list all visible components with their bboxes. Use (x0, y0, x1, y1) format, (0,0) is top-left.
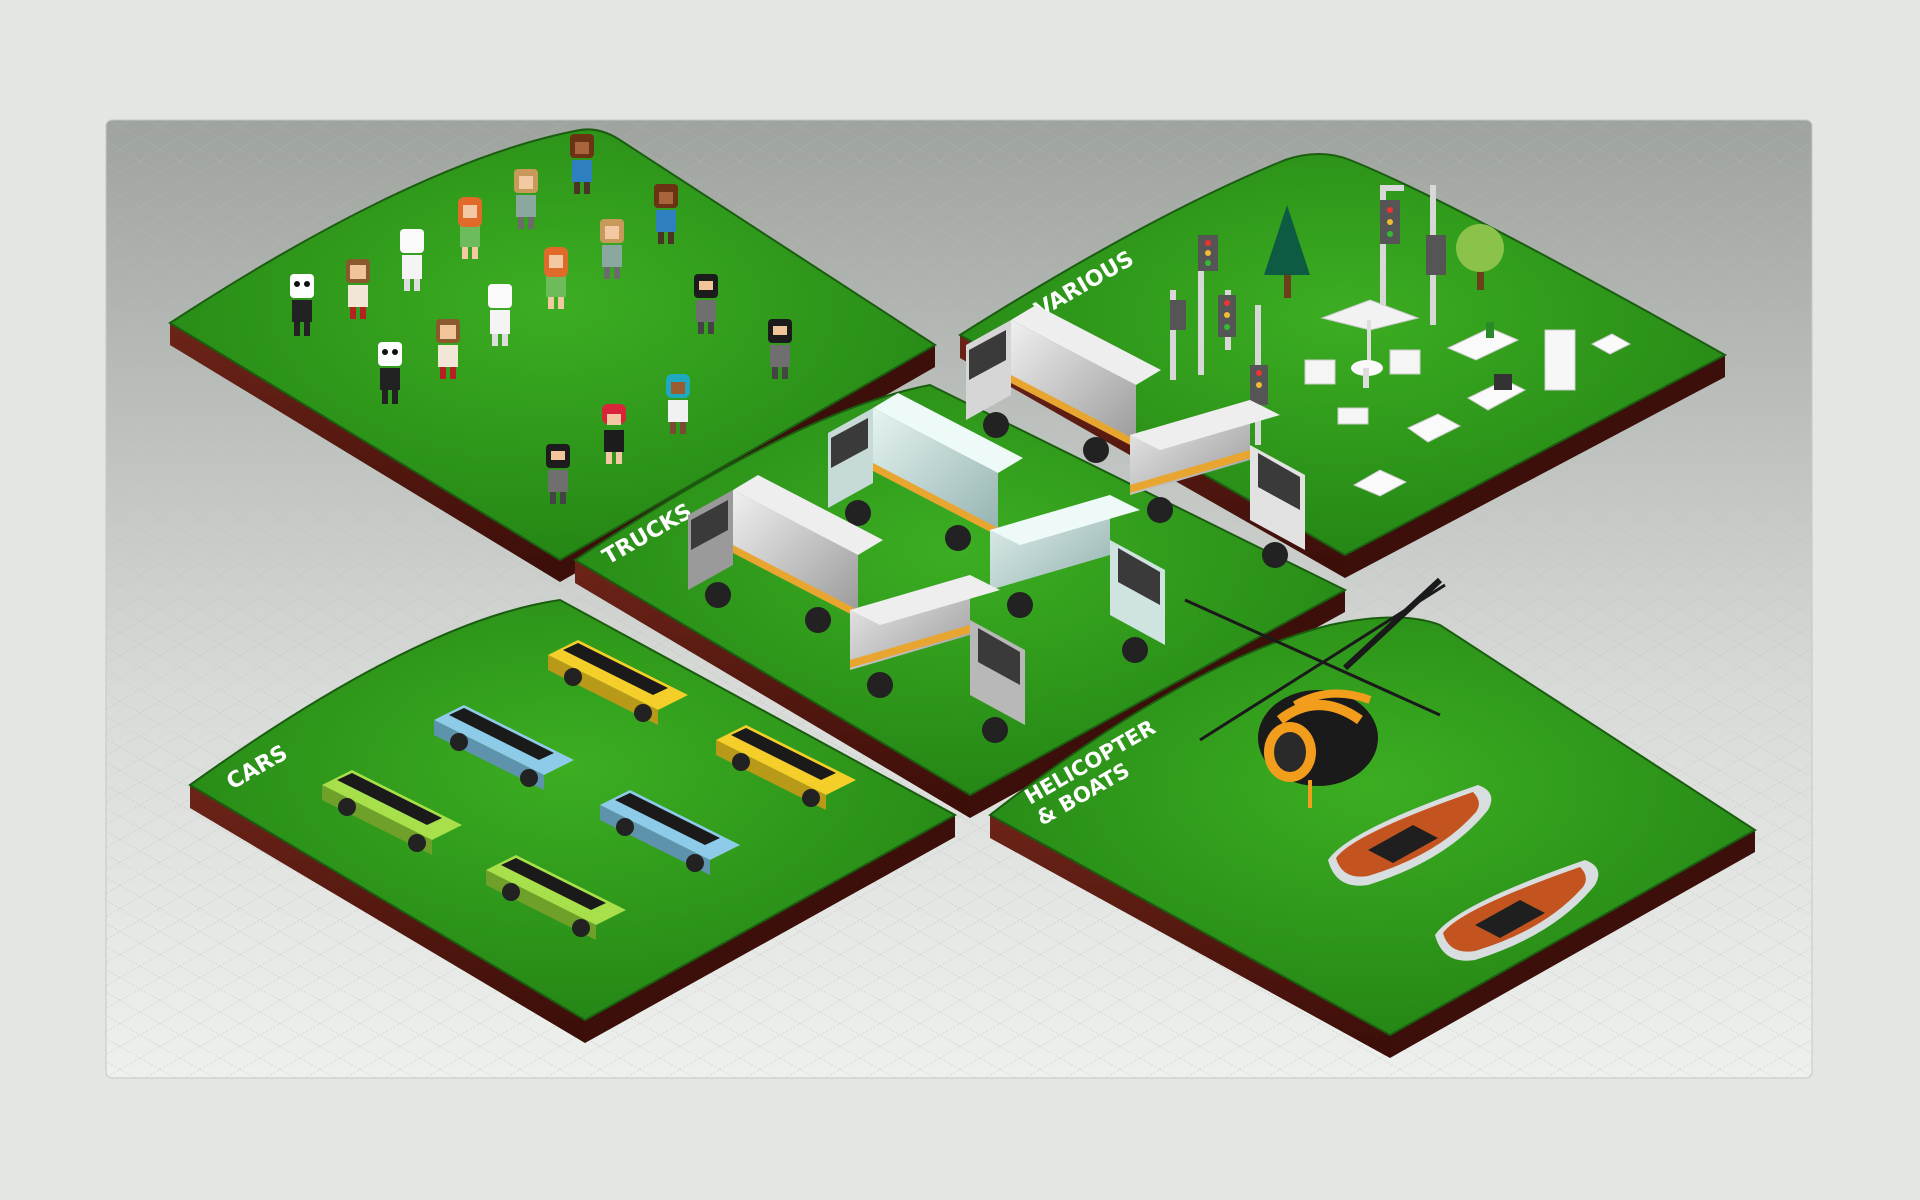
desk-icon (1446, 322, 1520, 361)
traffic-light-icon (1218, 290, 1236, 350)
ottoman-icon (1337, 407, 1369, 425)
tile-cars-side-right (585, 815, 955, 1043)
person-teal-hair-icon (666, 374, 690, 434)
car-yellow-icon (716, 725, 856, 810)
cars-group (322, 640, 856, 940)
tile-cars[interactable]: CARS (188, 598, 958, 1043)
person-redhead-icon (544, 247, 568, 309)
person-red-cap-icon (602, 404, 626, 464)
traffic-light-icon (1170, 290, 1186, 380)
person-bearded-icon (768, 319, 792, 379)
truck-icon (966, 305, 1161, 463)
traffic-light-icon (1250, 305, 1268, 445)
person-girl-icon (436, 319, 460, 379)
tile-cars-side-left (190, 785, 585, 1043)
helicopter-icon (1184, 577, 1446, 808)
boat-icon (1435, 860, 1599, 961)
various-props (1170, 185, 1632, 497)
tile-various-top (958, 153, 1728, 557)
person-bearded-icon (694, 274, 718, 334)
tile-heli-top (988, 616, 1757, 1037)
person-cat-icon (488, 284, 512, 346)
people-group (290, 134, 792, 504)
person-redhead-icon (458, 197, 482, 259)
truck-icon (990, 495, 1165, 663)
armchair-icon (1304, 359, 1336, 385)
traffic-light-icon (1198, 235, 1218, 375)
round-tree-icon (1456, 224, 1504, 290)
person-panda-icon (290, 274, 314, 336)
tile-trucks-side-left (575, 560, 970, 818)
computer-desk-icon (1466, 374, 1527, 411)
person-cat-icon (400, 229, 424, 291)
traffic-light-icon (1426, 185, 1446, 325)
tile-cars-top (188, 598, 958, 1022)
tile-heli-side-right (1390, 830, 1755, 1058)
person-girl-icon (346, 259, 370, 319)
truck-icon (850, 575, 1025, 743)
car-yellow-icon (548, 640, 688, 725)
tile-people-side-left (170, 323, 560, 582)
pine-tree-icon (1264, 205, 1310, 298)
person-bearded-icon (546, 444, 570, 504)
truck-icon (1130, 400, 1305, 568)
office-desk-icon (1407, 413, 1462, 443)
car-green-icon (322, 770, 462, 855)
coffee-table-icon (1352, 469, 1408, 497)
tile-heli-side-left (990, 815, 1390, 1058)
car-green-icon (486, 855, 626, 940)
patio-table-icon (1351, 360, 1383, 388)
shelf-icon (1544, 329, 1576, 391)
boat-icon (1328, 785, 1492, 886)
tile-people-top (168, 128, 937, 562)
car-blue-icon (434, 705, 574, 790)
small-table-icon (1590, 333, 1632, 355)
person-panda-icon (378, 342, 402, 404)
truck-icon (828, 393, 1023, 551)
umbrella-icon (1320, 299, 1420, 370)
armchair-icon (1389, 349, 1421, 375)
car-blue-icon (600, 790, 740, 875)
person-woman-icon (600, 219, 624, 279)
person-woman-icon (514, 169, 538, 229)
person-man-blue-icon (654, 184, 678, 244)
traffic-light-icon (1380, 185, 1404, 325)
trucks-group (688, 305, 1305, 743)
person-man-blue-icon (570, 134, 594, 194)
tile-various-side-right (1345, 355, 1725, 578)
truck-icon (688, 475, 883, 633)
